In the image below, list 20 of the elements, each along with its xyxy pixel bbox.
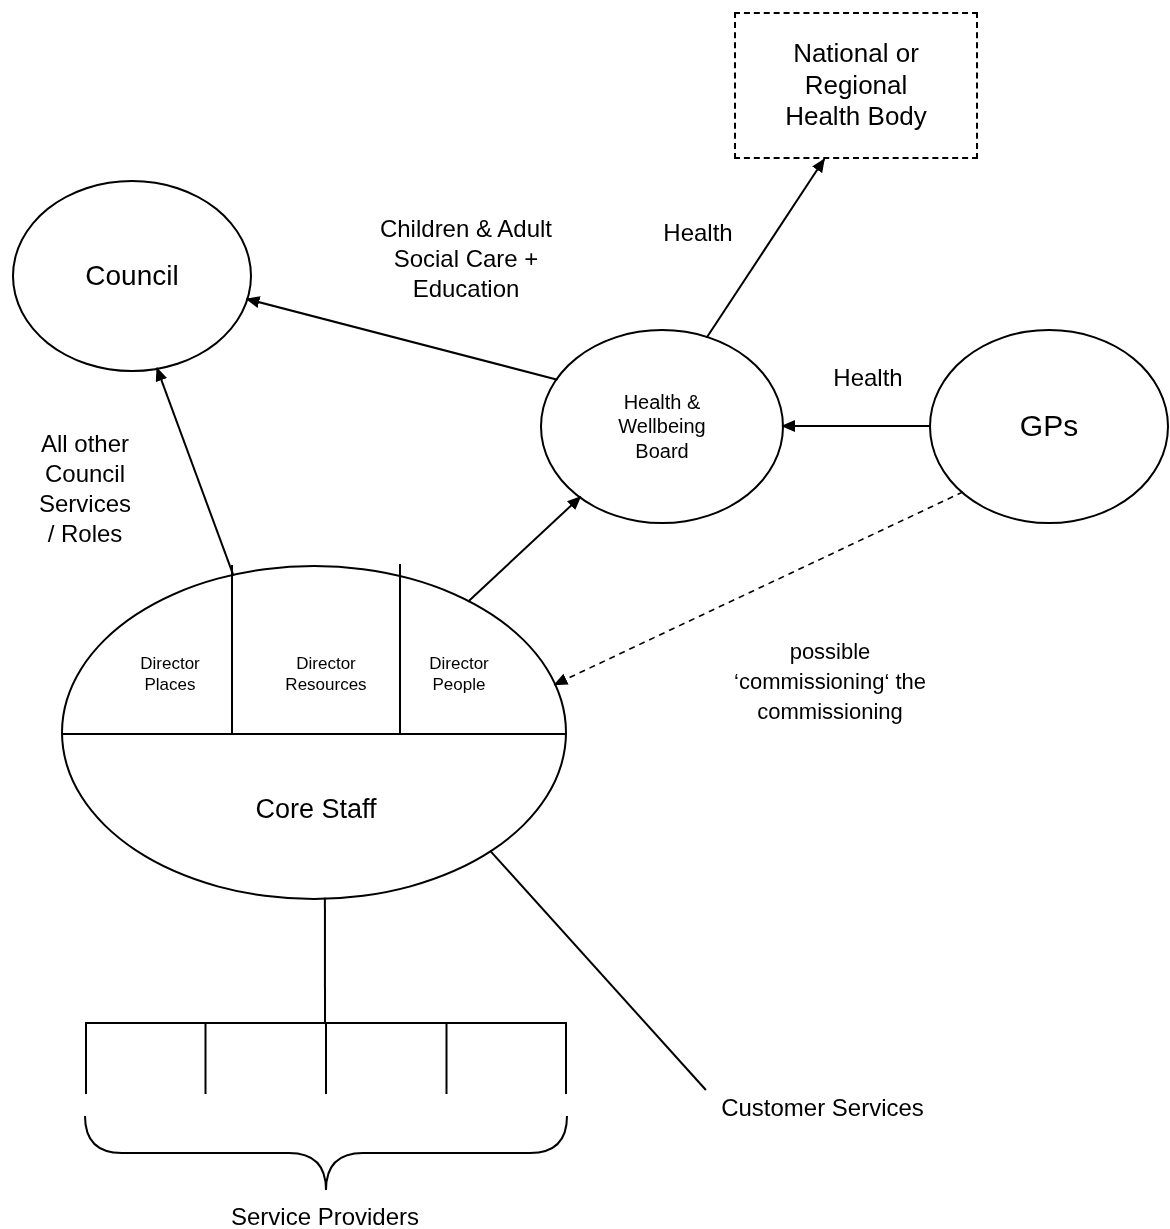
node-label: Director Resources <box>284 654 368 696</box>
node-label: GPs <box>1019 408 1079 445</box>
arrow <box>705 158 826 339</box>
ellipse <box>540 329 784 524</box>
node-label: Director Places <box>139 654 201 696</box>
node-label: Customer Services <box>721 1093 924 1123</box>
node-label: Core Staff <box>254 793 378 826</box>
ellipse <box>61 565 567 900</box>
ellipse <box>12 180 252 372</box>
ellipse <box>929 329 1169 524</box>
node-label: Director People <box>428 654 490 696</box>
node-label: Council <box>85 258 179 293</box>
node-label: Health & Wellbeing Board <box>617 389 707 464</box>
service-provider-bar <box>85 1022 567 1094</box>
connector-line <box>489 849 707 1091</box>
arrow <box>781 420 932 432</box>
dashed-box <box>734 12 978 159</box>
arrow <box>467 495 582 603</box>
dashed-arrow <box>553 491 964 686</box>
node-label: National or Regional Health Body <box>784 37 928 134</box>
